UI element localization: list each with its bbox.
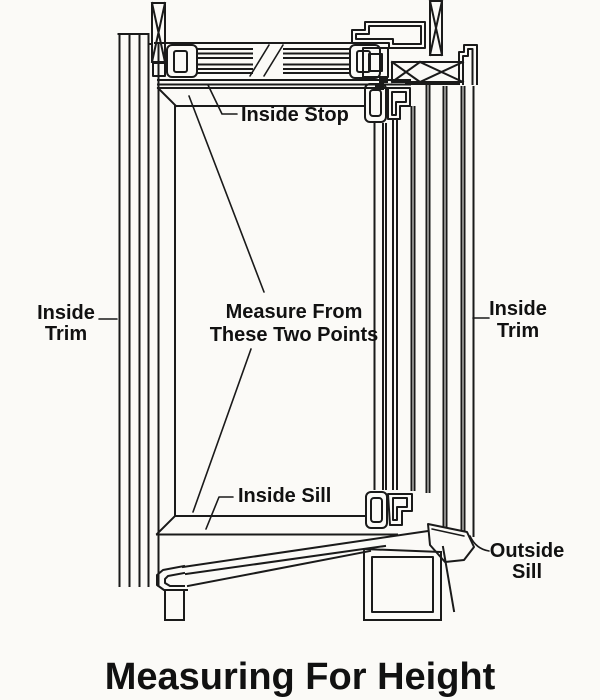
head-sash-section <box>154 42 381 79</box>
glazing-clip-left <box>166 44 198 78</box>
label-inside-sill: Inside Sill <box>238 485 331 507</box>
outside-sill-end-cap <box>427 523 475 563</box>
leader-lines <box>98 84 490 552</box>
meeting-rail-profile <box>364 83 411 123</box>
leader-inside-sill <box>205 496 234 530</box>
label-trim-right-line1: Inside <box>489 298 547 320</box>
head-frame-inside-stop <box>156 79 411 517</box>
label-trim-left-line2: Trim <box>45 323 87 345</box>
leader-measure-bottom <box>192 348 252 513</box>
left-inside-trim <box>117 33 160 587</box>
leader-inside-stop <box>207 84 238 115</box>
diagram-title: Measuring For Height <box>105 656 496 698</box>
bottom-rail-profile <box>365 491 413 529</box>
leader-measure-top <box>188 95 265 293</box>
right-stud-cross-section <box>428 0 444 57</box>
label-measure-line2: These Two Points <box>210 324 379 346</box>
left-stud-cross-section <box>150 1 167 77</box>
glass-unit-lines <box>196 44 351 77</box>
leader-outside-sill <box>469 535 490 552</box>
right-trim-head-profile <box>458 44 478 85</box>
label-trim-left-line1: Inside <box>37 302 95 324</box>
sill-end-hook <box>156 564 188 591</box>
label-outside-sill-line2: Sill <box>512 561 542 583</box>
apron-board <box>164 589 185 621</box>
label-outside-sill-line1: Outside <box>490 540 564 562</box>
wall-below-sill <box>362 545 456 621</box>
inside-sill-section <box>155 514 398 536</box>
break-mark <box>249 44 284 77</box>
label-trim-right-line2: Trim <box>497 320 539 342</box>
outside-sill-section <box>156 523 475 591</box>
glazing-clip-right <box>349 44 381 79</box>
label-measure-line1: Measure From <box>226 301 363 323</box>
top-right-frame-assembly <box>351 0 478 90</box>
right-jamb-and-trim <box>373 83 475 537</box>
label-inside-stop: Inside Stop <box>241 104 349 126</box>
